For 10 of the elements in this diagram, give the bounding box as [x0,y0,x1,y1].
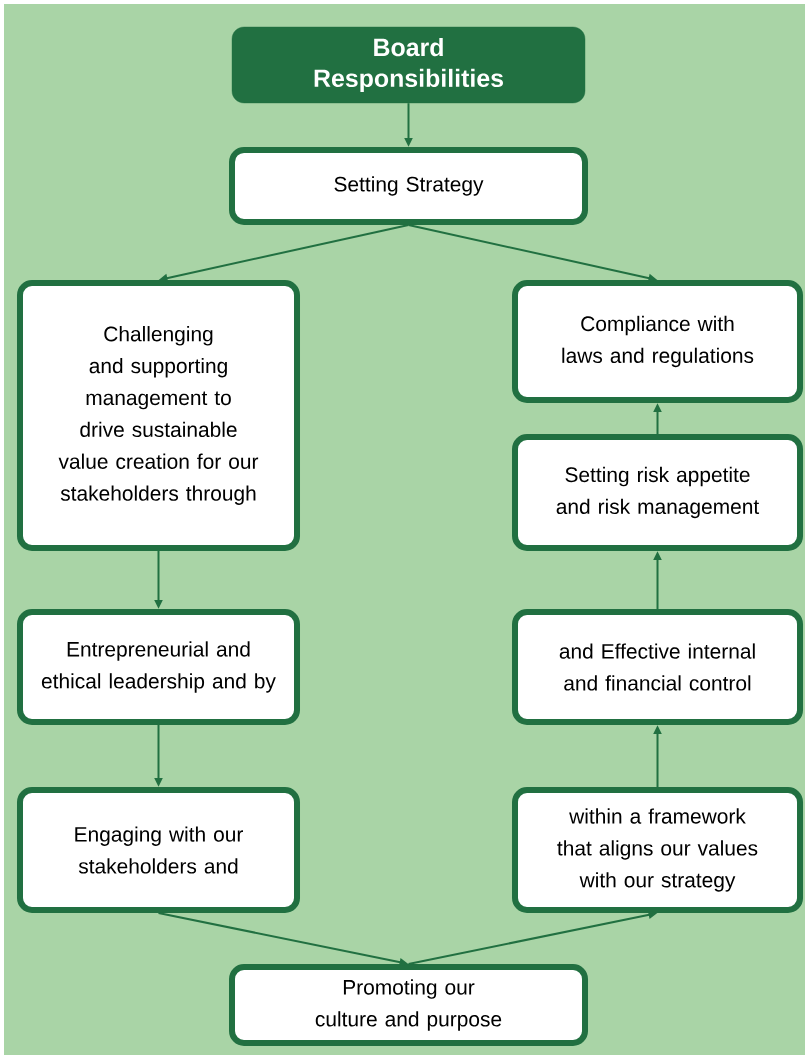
process-box: within a framework that aligns our values with our strategy [512,787,803,913]
process-box: Entrepreneurial and ethical leadership and by [17,609,300,725]
process-box: and Effective internal and financial control [512,609,803,725]
process-box: Setting risk appetite and risk management [512,434,803,551]
process-box: Challenging and supporting management to drive sustainable value creation for our stakeholders through [17,280,300,551]
process-box: Setting Strategy [229,147,588,225]
process-box: Engaging with our stakeholders and [17,787,300,913]
process-box: Compliance with laws and regulations [512,280,803,403]
process-box: Promoting our culture and purpose [229,964,588,1046]
title-box: Board Responsibilities [231,26,586,104]
